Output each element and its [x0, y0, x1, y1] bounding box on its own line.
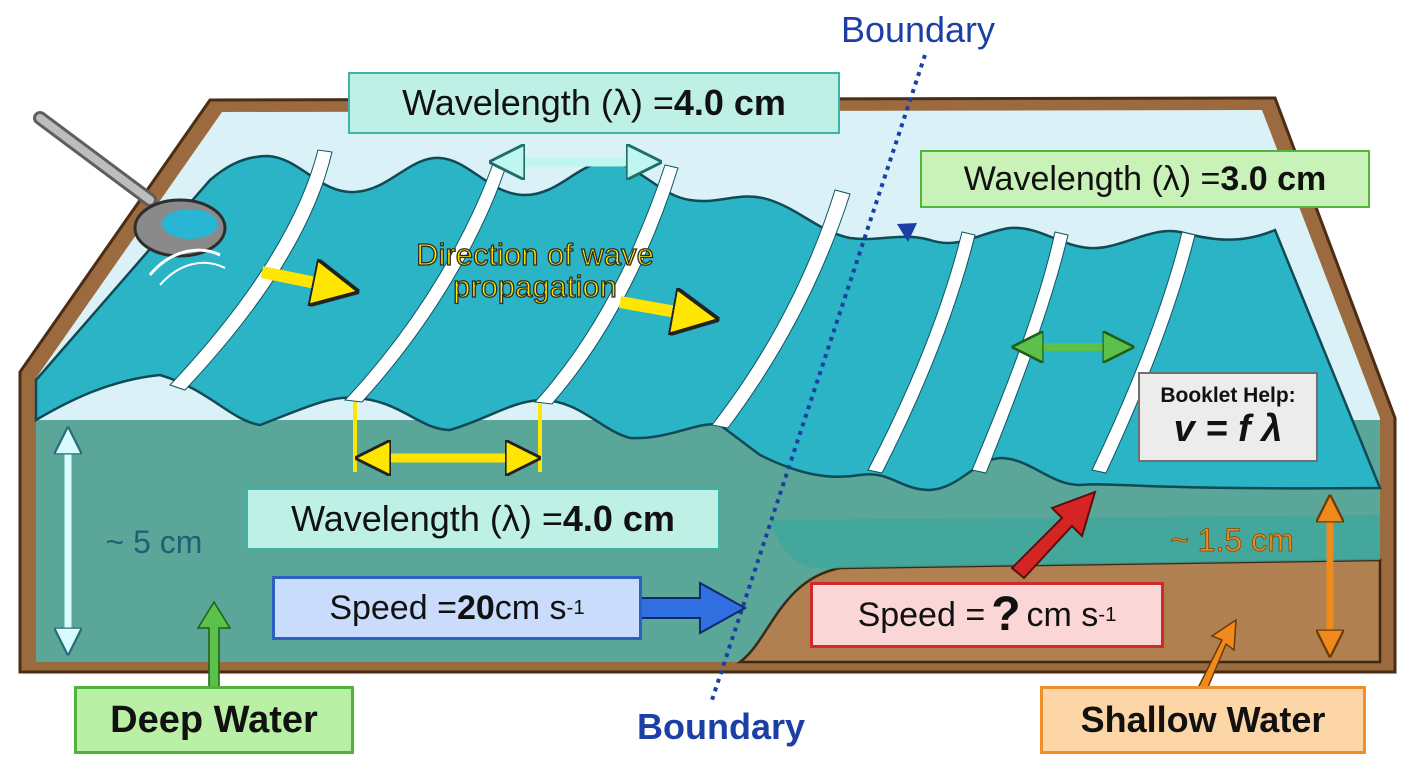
booklet-formula: v = f λ	[1173, 407, 1283, 450]
deep-water-label: Deep Water	[74, 686, 354, 754]
wavelength-value: 4.0 cm	[562, 498, 675, 539]
speed-unknown: ?	[991, 588, 1021, 641]
direction-line1: Direction of wave	[415, 237, 654, 272]
boundary-label-top: Boundary	[840, 9, 996, 50]
wavelength-value: 4.0 cm	[673, 82, 786, 123]
booklet-title: Booklet Help:	[1160, 383, 1296, 407]
speed-shallow-label: Speed = ? cm s-1	[810, 582, 1164, 648]
wavelength-label-top: Wavelength (λ) = 4.0 cm	[348, 72, 840, 134]
speed-deep-arrow	[639, 581, 748, 635]
speed-shallow-arrow	[1010, 490, 1097, 580]
direction-arrow-icon	[618, 302, 710, 318]
wavelength-value: 3.0 cm	[1220, 159, 1327, 198]
boundary-label-bottom: Boundary	[636, 706, 805, 747]
shallow-water-layer	[770, 515, 1380, 569]
speed-deep-label: Speed = 20 cm s-1	[272, 576, 642, 640]
wavelength-label-shallow: Wavelength (λ) = 3.0 cm	[920, 150, 1370, 208]
speed-unit: cm s	[494, 588, 567, 627]
water-scoop-icon	[33, 111, 227, 286]
wavelength-prefix: Wavelength (λ) =	[291, 498, 563, 539]
direction-label: Direction of wave propagation	[380, 236, 690, 306]
direction-arrow-icon	[260, 272, 350, 290]
depth-shallow-label: ~ 1.5 cm	[1170, 521, 1294, 558]
deep-water-pointer	[196, 600, 232, 689]
shallow-water-label: Shallow Water	[1040, 686, 1366, 754]
wavelength-prefix: Wavelength (λ) =	[963, 159, 1221, 198]
shallow-water-pointer	[1196, 618, 1237, 694]
speed-value: 20	[456, 588, 495, 627]
boundary-arrowhead	[897, 223, 917, 242]
wavelength-label-deep: Wavelength (λ) = 4.0 cm	[246, 488, 720, 550]
booklet-help-box: Booklet Help: v = f λ	[1138, 372, 1318, 462]
speed-prefix: Speed =	[329, 588, 457, 627]
speed-prefix: Speed =	[857, 595, 986, 634]
depth-deep-label: ~ 5 cm	[105, 523, 203, 560]
wavelength-prefix: Wavelength (λ) =	[402, 82, 674, 123]
speed-unit: cm s	[1026, 595, 1099, 634]
direction-line2: propagation	[452, 269, 617, 304]
